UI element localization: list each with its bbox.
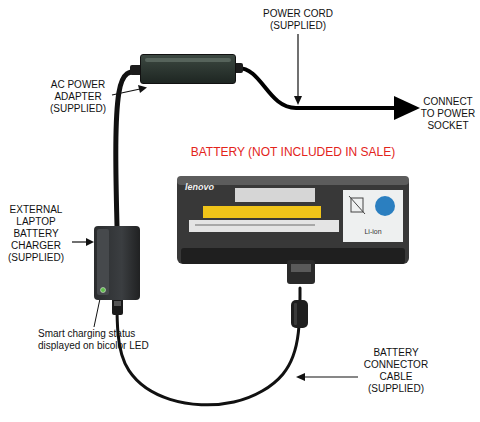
ferrite-bead — [291, 300, 308, 328]
status-led — [101, 288, 106, 293]
charger-plug-detail — [114, 301, 121, 306]
brand-text: lenovo — [185, 182, 245, 193]
power-cable — [116, 71, 140, 227]
callout-label: POWER CORD (SUPPLIED) — [262, 8, 334, 32]
leader-arrow-head — [138, 85, 147, 93]
charger-plug — [112, 298, 123, 315]
battery-charger: EXTERNAL LAPTOP BATTERY CHARGER (SUPPLIE… — [94, 226, 140, 300]
battery-type: Li-ion — [347, 228, 399, 236]
recycle-symbol — [375, 196, 395, 216]
battery-warning-sticker — [343, 190, 403, 242]
power-cord-arrow-head — [394, 96, 420, 120]
callout-label: BATTERY CONNECTOR CABLE (SUPPLIED) — [360, 347, 432, 395]
battery-body — [177, 176, 409, 264]
callout-note: Smart charging status displayed on bicol… — [38, 328, 156, 352]
power-cord — [238, 68, 398, 108]
battery-connector-detail — [291, 264, 311, 272]
part-label: AC POWER ADAPTER (SUPPLIED) — [45, 79, 111, 115]
bin-cross — [349, 196, 365, 214]
power-adapter-art — [141, 55, 237, 85]
adapter-highlight — [145, 58, 231, 62]
leader-arrow-head — [86, 238, 94, 246]
part-label: BATTERY (NOT INCLUDED IN SALE) — [180, 145, 406, 159]
laptop-battery: BATTERY (NOT INCLUDED IN SALE)lenovoLi-i… — [175, 176, 411, 288]
leader-arrow — [72, 241, 87, 242]
power-adapter: AC POWER ADAPTER (SUPPLIED) — [140, 54, 236, 84]
leader-arrow — [297, 34, 298, 98]
battery-fine-print — [195, 224, 315, 226]
battery-sticker — [189, 220, 339, 232]
ferrite-highlight — [294, 303, 297, 325]
leader-arrow — [304, 376, 358, 377]
battery-connector — [287, 260, 315, 284]
battery-charger-art — [94, 226, 140, 300]
battery-sticker — [235, 188, 315, 202]
callout-label: CONNECT TO POWER SOCKET — [418, 96, 478, 132]
part-label: EXTERNAL LAPTOP BATTERY CHARGER (SUPPLIE… — [1, 204, 71, 264]
charger-side — [97, 229, 109, 295]
battery-yellow-label — [203, 206, 321, 218]
leader-arrow-head — [294, 96, 302, 105]
leader-arrow-head — [296, 373, 305, 381]
